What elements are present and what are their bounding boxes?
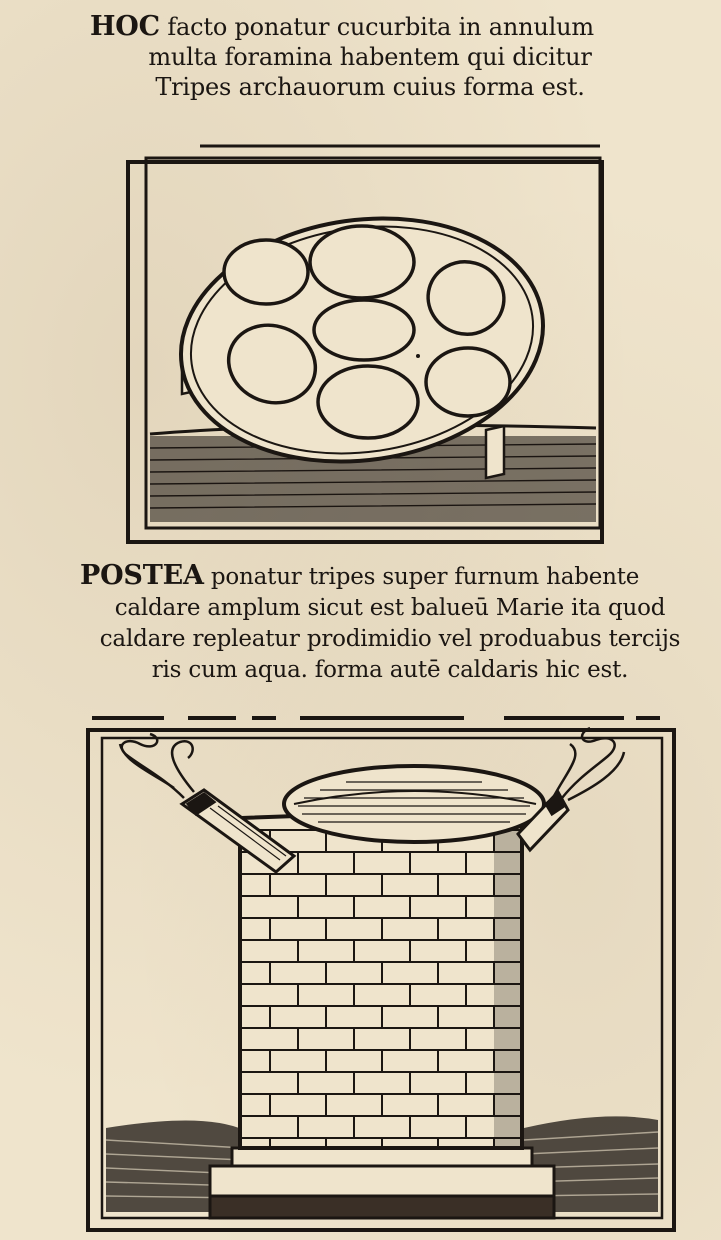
brick-furnace-woodcut bbox=[86, 716, 676, 1232]
caption-middle-lead-word: POSTEA bbox=[80, 560, 204, 591]
caption-middle-line-4: ris cum aqua. forma autē caldaris hic es… bbox=[151, 657, 629, 683]
tripod-ring-woodcut bbox=[126, 144, 604, 544]
caption-top-line-2: multa foramina habentem qui dicitur bbox=[148, 43, 592, 71]
smoke-left bbox=[118, 732, 195, 799]
opening-4 bbox=[312, 298, 416, 362]
opening-5 bbox=[226, 323, 318, 405]
caption-middle: POSTEA ponatur tripes super furnum haben… bbox=[60, 560, 720, 686]
opening-3 bbox=[426, 260, 506, 336]
ring-openings bbox=[222, 224, 512, 440]
furnace-bricks bbox=[240, 829, 522, 1148]
caption-middle-line-3: caldare repleatur prodimidio vel produab… bbox=[99, 626, 681, 652]
caption-top-line-1: HOC facto ponatur cucurbita in annulum bbox=[90, 11, 594, 42]
caption-middle-line-2: caldare amplum sicut est balueū Marie it… bbox=[114, 595, 666, 621]
opening-2 bbox=[308, 224, 416, 300]
caption-top-line-3: Tripes archauorum cuius forma est. bbox=[155, 73, 585, 101]
right-vent-pipe bbox=[516, 789, 570, 853]
caption-middle-line-1: POSTEA ponatur tripes super furnum haben… bbox=[80, 560, 640, 591]
left-vent-pipe bbox=[179, 788, 297, 874]
caption-top: HOC facto ponatur cucurbita in annulum m… bbox=[70, 12, 670, 102]
opening-1 bbox=[222, 238, 310, 306]
opening-6 bbox=[316, 364, 420, 440]
caption-top-lead-word: HOC bbox=[90, 11, 160, 42]
furnace-top-opening bbox=[282, 764, 546, 844]
furnace-base bbox=[208, 1146, 556, 1220]
opening-7 bbox=[424, 346, 512, 418]
smoke-right bbox=[552, 726, 626, 802]
